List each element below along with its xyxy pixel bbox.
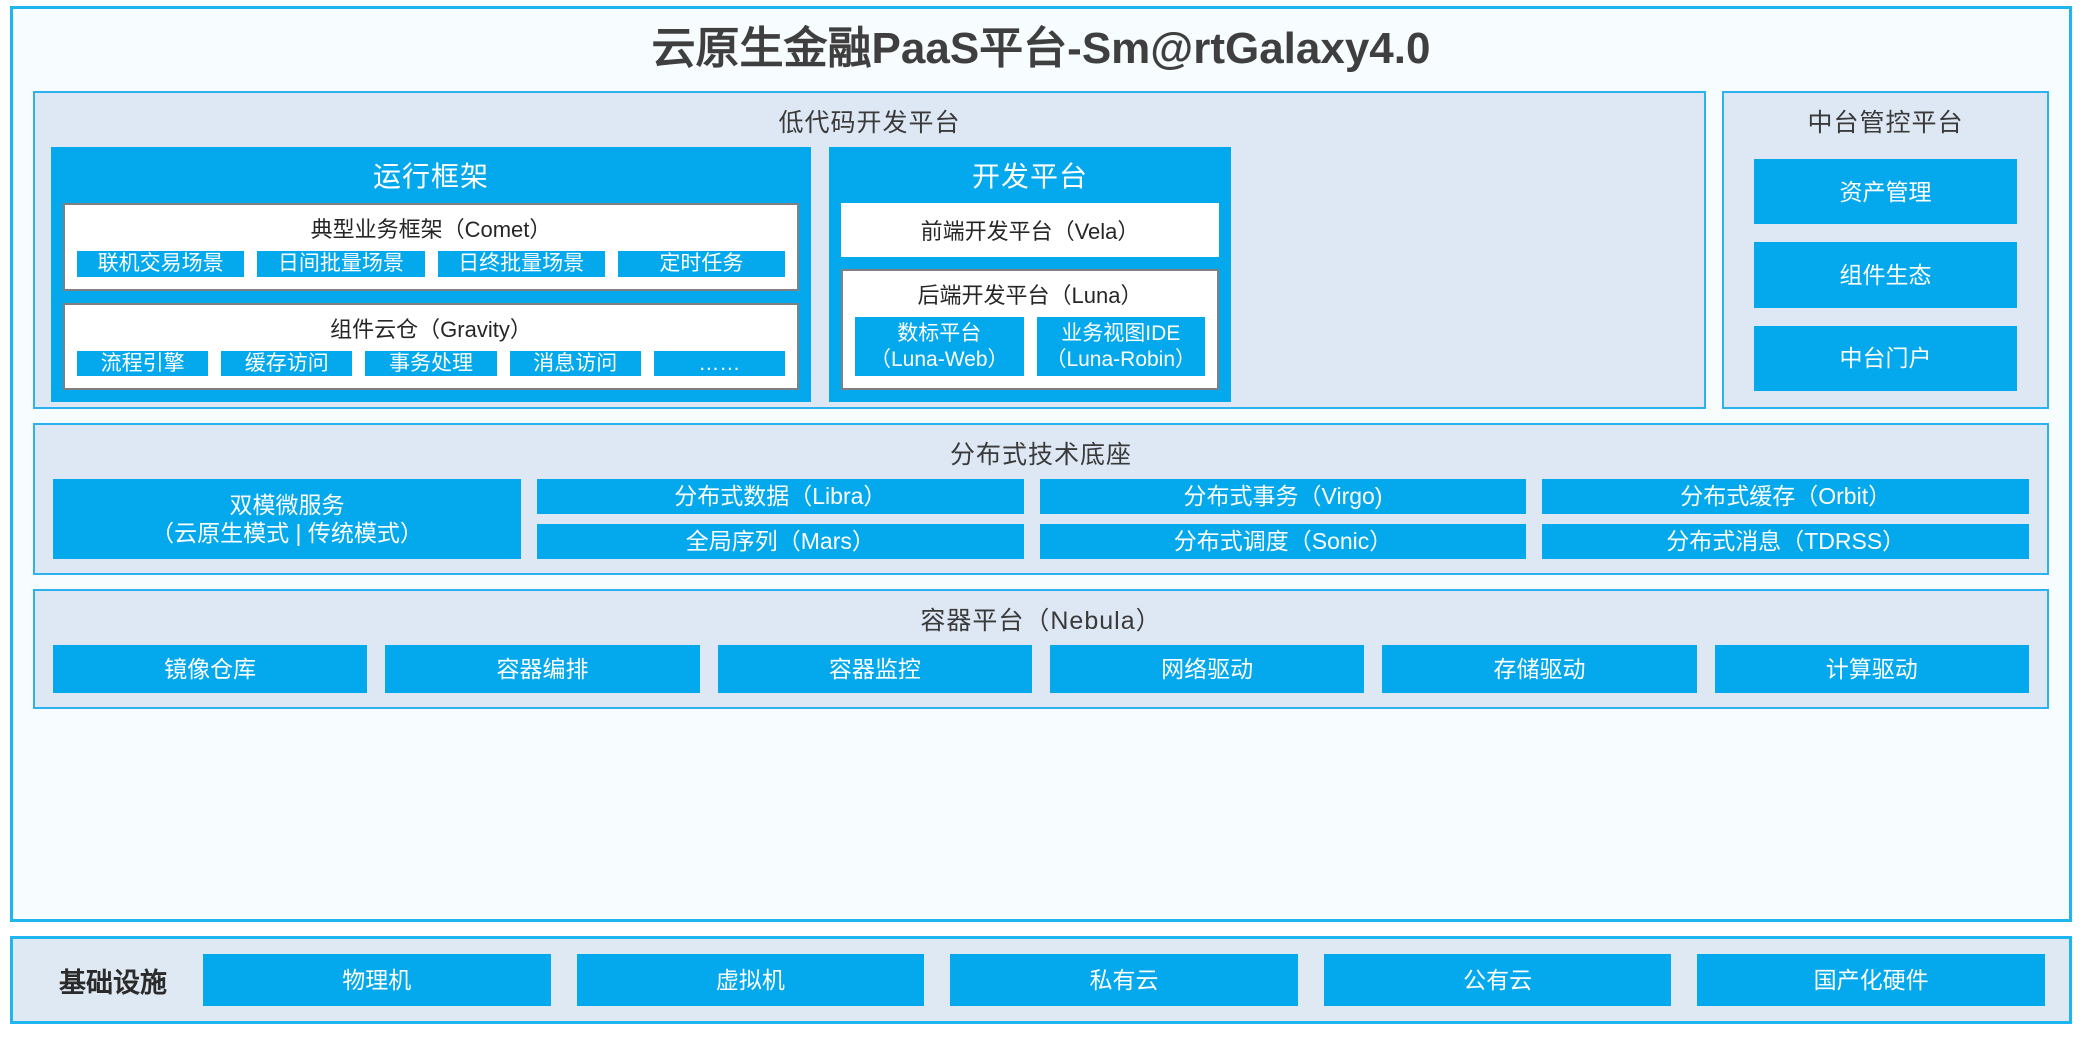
luna-chip-row: 数标平台 （Luna-Web） 业务视图IDE （Luna-Robin）	[855, 317, 1205, 377]
container-chip-compute-driver[interactable]: 计算驱动	[1714, 645, 2029, 693]
distributed-base-title: 分布式技术底座	[949, 441, 1132, 469]
container-chip-orchestration[interactable]: 容器编排	[385, 645, 700, 693]
lowcode-platform-panel: 低代码开发平台 运行框架 典型业务框架（Comet） 联机交易场景 日间批量场景	[33, 91, 1706, 409]
container-chip-image-registry[interactable]: 镜像仓库	[53, 645, 368, 693]
container-platform-title: 容器平台（Nebula）	[920, 607, 1162, 635]
governance-chip-component-ecosystem[interactable]: 组件生态	[1754, 242, 2017, 308]
distributed-column-2: 分布式事务（Virgo) 分布式调度（Sonic）	[1039, 479, 1527, 559]
container-chip-monitoring[interactable]: 容器监控	[717, 645, 1032, 693]
frontend-platform-vela[interactable]: 前端开发平台（Vela）	[841, 203, 1219, 257]
dist-chip-dual-mode-microservice[interactable]: 双模微服务 （云原生模式 | 传统模式）	[53, 479, 521, 559]
governance-chip-asset-management[interactable]: 资产管理	[1754, 159, 2017, 225]
comet-chip-eod-batch[interactable]: 日终批量场景	[437, 251, 605, 277]
gravity-chip-more[interactable]: ……	[653, 350, 786, 377]
comet-chip-intraday-batch[interactable]: 日间批量场景	[257, 251, 425, 277]
infrastructure-label: 基础设施	[59, 967, 167, 998]
luna-chip-luna-robin[interactable]: 业务视图IDE （Luna-Robin）	[1036, 317, 1205, 377]
dist-chip-tdrss[interactable]: 分布式消息（TDRSS）	[1542, 524, 2030, 559]
gravity-chip-row: 流程引擎 缓存访问 事务处理 消息访问 ……	[77, 350, 786, 377]
infra-chip-domestic-hardware[interactable]: 国产化硬件	[1697, 954, 2045, 1006]
gravity-chip-process-engine[interactable]: 流程引擎	[77, 350, 209, 377]
governance-platform-body: 资产管理 组件生态 中台门户	[1724, 147, 2047, 407]
comet-chip-row: 联机交易场景 日间批量场景 日终批量场景 定时任务	[77, 251, 785, 277]
governance-platform-title: 中台管控平台	[1807, 109, 1964, 137]
runtime-framework-title: 运行框架	[372, 161, 489, 192]
dist-chip-mars[interactable]: 全局序列（Mars）	[537, 524, 1024, 559]
development-platform-title: 开发平台	[971, 161, 1088, 192]
gravity-chip-transaction-processing[interactable]: 事务处理	[365, 350, 497, 377]
infrastructure-panel: 基础设施 物理机 虚拟机 私有云 公有云 国产化硬件	[10, 936, 2072, 1024]
infra-chip-physical-machine[interactable]: 物理机	[203, 954, 551, 1006]
lowcode-platform-body: 运行框架 典型业务框架（Comet） 联机交易场景 日间批量场景 日终批量场景 …	[35, 147, 1704, 418]
distributed-base-body: 双模微服务 （云原生模式 | 传统模式） 分布式数据（Libra） 全局序列（M…	[35, 479, 2047, 573]
development-platform-body: 前端开发平台（Vela） 后端开发平台（Luna） 数标平台 （Luna-Web…	[829, 203, 1231, 402]
backend-platform-luna-card: 后端开发平台（Luna） 数标平台 （Luna-Web） 业务视图IDE （Lu…	[841, 269, 1219, 391]
comet-card-title: 典型业务框架（Comet）	[310, 217, 552, 242]
lowcode-platform-title: 低代码开发平台	[778, 109, 961, 137]
gravity-chip-message-access[interactable]: 消息访问	[509, 350, 641, 377]
luna-chip-luna-web[interactable]: 数标平台 （Luna-Web）	[855, 317, 1024, 377]
gravity-card: 组件云仓（Gravity） 流程引擎 缓存访问 事务处理 消息访问 ……	[63, 302, 799, 391]
dual-mode-microservice-wrapper: 双模微服务 （云原生模式 | 传统模式）	[53, 479, 521, 559]
backend-platform-luna-title: 后端开发平台（Luna）	[917, 283, 1143, 308]
dist-chip-sonic[interactable]: 分布式调度（Sonic）	[1039, 524, 1527, 559]
container-chip-storage-driver[interactable]: 存储驱动	[1382, 645, 1697, 693]
container-platform-body: 镜像仓库 容器编排 容器监控 网络驱动 存储驱动 计算驱动	[35, 645, 2047, 707]
development-platform-block: 开发平台 前端开发平台（Vela） 后端开发平台（Luna） 数标平台 （Lun…	[829, 147, 1231, 403]
container-platform-panel: 容器平台（Nebula） 镜像仓库 容器编排 容器监控 网络驱动 存储驱动 计算…	[33, 589, 2049, 709]
governance-chip-portal[interactable]: 中台门户	[1754, 325, 2017, 391]
distributed-column-3: 分布式缓存（Orbit） 分布式消息（TDRSS）	[1542, 479, 2030, 559]
comet-chip-online-transaction[interactable]: 联机交易场景	[77, 251, 245, 277]
comet-chip-scheduled-task[interactable]: 定时任务	[617, 251, 785, 277]
distributed-column-1: 分布式数据（Libra） 全局序列（Mars）	[537, 479, 1024, 559]
dist-chip-orbit[interactable]: 分布式缓存（Orbit）	[1542, 479, 2030, 514]
top-section: 低代码开发平台 运行框架 典型业务框架（Comet） 联机交易场景 日间批量场景	[33, 91, 2049, 409]
gravity-chip-cache-access[interactable]: 缓存访问	[221, 350, 353, 377]
comet-card: 典型业务框架（Comet） 联机交易场景 日间批量场景 日终批量场景 定时任务	[63, 203, 799, 291]
infra-chip-private-cloud[interactable]: 私有云	[950, 954, 1298, 1006]
runtime-framework-block: 运行框架 典型业务框架（Comet） 联机交易场景 日间批量场景 日终批量场景 …	[51, 147, 811, 403]
infra-chip-virtual-machine[interactable]: 虚拟机	[576, 954, 925, 1006]
infra-chip-public-cloud[interactable]: 公有云	[1323, 954, 1672, 1006]
infrastructure-chip-row: 物理机 虚拟机 私有云 公有云 国产化硬件	[203, 954, 2045, 1006]
container-chip-network-driver[interactable]: 网络驱动	[1049, 645, 1365, 693]
platform-outer-frame: 云原生金融PaaS平台-Sm@rtGalaxy4.0 低代码开发平台 运行框架 …	[10, 6, 2072, 922]
dist-chip-virgo[interactable]: 分布式事务（Virgo)	[1039, 479, 1527, 514]
distributed-base-panel: 分布式技术底座 双模微服务 （云原生模式 | 传统模式） 分布式数据（Libra…	[33, 423, 2049, 575]
governance-platform-panel: 中台管控平台 资产管理 组件生态 中台门户	[1722, 91, 2049, 409]
gravity-card-title: 组件云仓（Gravity）	[330, 316, 532, 342]
page-title: 云原生金融PaaS平台-Sm@rtGalaxy4.0	[651, 24, 1431, 73]
dist-chip-libra[interactable]: 分布式数据（Libra）	[537, 479, 1024, 514]
runtime-framework-body: 典型业务框架（Comet） 联机交易场景 日间批量场景 日终批量场景 定时任务 …	[51, 203, 811, 402]
